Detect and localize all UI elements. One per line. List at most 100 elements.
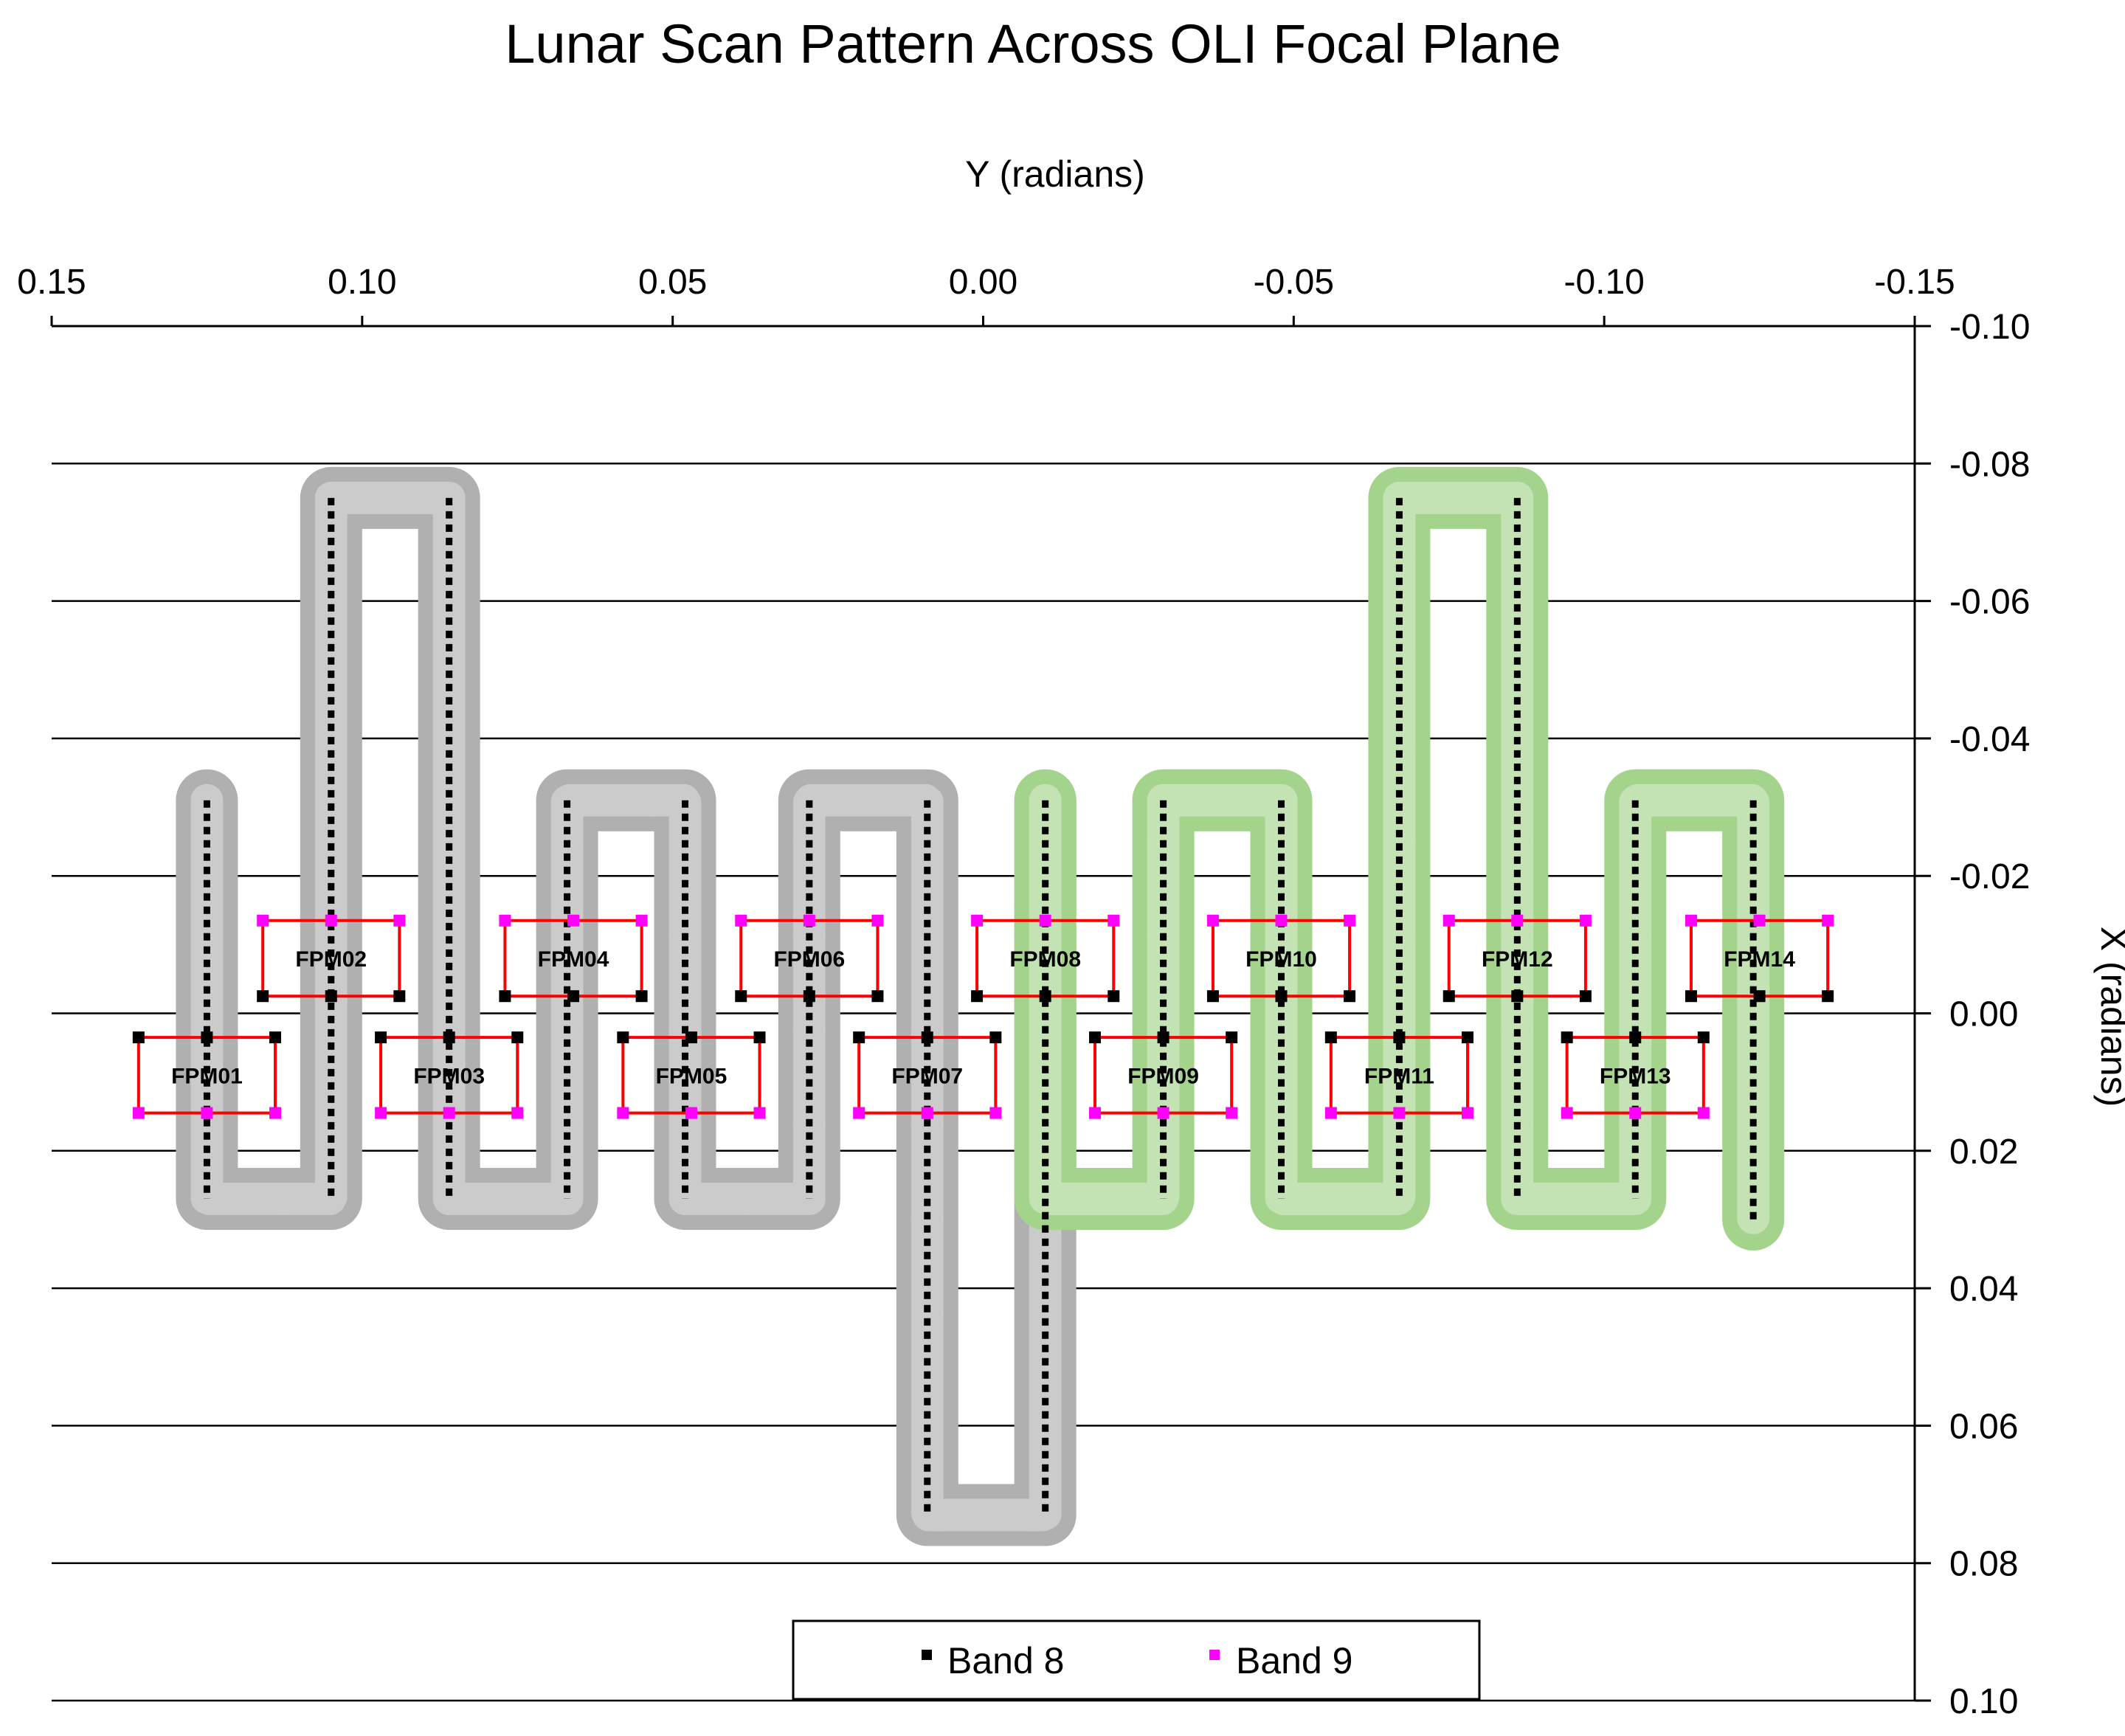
fpm09-label: FPM09 bbox=[1127, 1064, 1199, 1088]
legend-band9-marker bbox=[1209, 1650, 1220, 1660]
fpm07-band8-marker-2 bbox=[989, 1031, 1002, 1044]
fpm04-band9-marker-0 bbox=[499, 914, 511, 927]
fpm07-band9-marker-0 bbox=[853, 1107, 865, 1119]
x-tick-label-4: -0.05 bbox=[1254, 263, 1334, 302]
fpm08-band8-marker-0 bbox=[971, 990, 984, 1003]
fpm09-band8-marker-1 bbox=[1157, 1031, 1169, 1044]
fpm01-band9-marker-0 bbox=[132, 1107, 145, 1119]
fpm04-band8-marker-1 bbox=[567, 990, 579, 1003]
fpm14-band9-marker-2 bbox=[1822, 914, 1834, 927]
fpm11-band8-marker-2 bbox=[1462, 1031, 1473, 1044]
fpm06-band8-marker-1 bbox=[803, 990, 815, 1003]
fpm07-label: FPM07 bbox=[891, 1064, 963, 1088]
fpm03-band8-marker-1 bbox=[443, 1031, 455, 1044]
fpm12-band9-marker-2 bbox=[1579, 914, 1592, 927]
fpm06-band9-marker-2 bbox=[871, 914, 884, 927]
fpm07-band9-marker-1 bbox=[921, 1107, 933, 1119]
fpm12-band8-marker-0 bbox=[1442, 990, 1455, 1003]
fpm06-band9-marker-1 bbox=[803, 914, 815, 927]
fpm10-band9-marker-0 bbox=[1206, 914, 1219, 927]
x-tick-label-2: 0.05 bbox=[638, 263, 707, 302]
fpm01-label: FPM01 bbox=[171, 1064, 243, 1088]
y-tick-label-4: -0.02 bbox=[1949, 857, 2030, 896]
fpm10-label: FPM10 bbox=[1245, 947, 1317, 972]
fpm07-band8-marker-1 bbox=[921, 1031, 933, 1044]
fpm02-band9-marker-1 bbox=[325, 914, 337, 927]
fpm06-band8-marker-2 bbox=[871, 990, 884, 1003]
fpm01-band9-marker-1 bbox=[201, 1107, 213, 1119]
y-tick-label-0: -0.10 bbox=[1949, 308, 2030, 347]
x-tick-label-3: 0.00 bbox=[949, 263, 1017, 302]
x-tick-label-5: -0.10 bbox=[1563, 263, 1644, 302]
fpm09-band8-marker-0 bbox=[1089, 1031, 1101, 1044]
gridlines bbox=[52, 325, 1915, 1702]
fpm12-band9-marker-0 bbox=[1442, 914, 1455, 927]
chart-title: Lunar Scan Pattern Across OLI Focal Plan… bbox=[505, 13, 1561, 75]
fpm04-band9-marker-1 bbox=[567, 914, 579, 927]
fpm04-band8-marker-2 bbox=[635, 990, 648, 1003]
fpm03-band8-marker-2 bbox=[511, 1031, 524, 1044]
fpm12-band8-marker-2 bbox=[1579, 990, 1592, 1003]
fpm08-label: FPM08 bbox=[1009, 947, 1081, 972]
fpm14-band8-marker-1 bbox=[1753, 990, 1766, 1003]
y-tick-label-6: 0.02 bbox=[1949, 1132, 2018, 1172]
fpm11-band9-marker-0 bbox=[1324, 1107, 1337, 1119]
fpm13-label: FPM13 bbox=[1600, 1064, 1671, 1088]
fpm14-label: FPM14 bbox=[1724, 947, 1795, 972]
fpm10-band8-marker-0 bbox=[1206, 990, 1219, 1003]
fpm05-band9-marker-2 bbox=[753, 1107, 766, 1119]
fpm05-band8-marker-0 bbox=[617, 1031, 629, 1044]
legend-box bbox=[792, 1619, 1481, 1701]
fpm10-band9-marker-1 bbox=[1275, 914, 1288, 927]
fpm04-band9-marker-2 bbox=[635, 914, 648, 927]
fpm13-band8-marker-1 bbox=[1629, 1031, 1642, 1044]
fpm09-band8-marker-2 bbox=[1226, 1031, 1238, 1044]
legend-band9-label: Band 9 bbox=[1236, 1640, 1352, 1681]
fpm08-band8-marker-1 bbox=[1039, 990, 1051, 1003]
fpm05-label: FPM05 bbox=[656, 1064, 728, 1088]
fpm03-label: FPM03 bbox=[413, 1064, 485, 1088]
y-tick-label-8: 0.06 bbox=[1949, 1407, 2018, 1446]
fpm04-label: FPM04 bbox=[538, 947, 609, 972]
fpm06-label: FPM06 bbox=[773, 947, 845, 972]
fpm03-band9-marker-2 bbox=[511, 1107, 524, 1119]
y-tick-label-5: 0.00 bbox=[1949, 995, 2018, 1034]
y-tick-label-1: -0.08 bbox=[1949, 445, 2030, 484]
legend-band8-marker bbox=[922, 1650, 932, 1660]
fpm11-band8-marker-0 bbox=[1324, 1031, 1337, 1044]
fpm07-band8-marker-0 bbox=[853, 1031, 865, 1044]
fpm02-band8-marker-2 bbox=[393, 990, 406, 1003]
y-axis-title: X (radians) bbox=[2093, 927, 2125, 1107]
fpm14-band9-marker-1 bbox=[1753, 914, 1766, 927]
fpm11-band8-marker-1 bbox=[1393, 1031, 1406, 1044]
x-tick-label-6: -0.15 bbox=[1874, 263, 1955, 302]
fpm11-label: FPM11 bbox=[1364, 1064, 1434, 1088]
fpm08-band9-marker-1 bbox=[1039, 914, 1051, 927]
fpm06-band9-marker-0 bbox=[735, 914, 747, 927]
fpm09-band9-marker-1 bbox=[1157, 1107, 1169, 1119]
y-tick-label-3: -0.04 bbox=[1949, 720, 2030, 759]
legend: Band 8 Band 9 bbox=[792, 1619, 1481, 1701]
y-tick-label-2: -0.06 bbox=[1949, 583, 2030, 622]
fpm12-label: FPM12 bbox=[1482, 947, 1553, 972]
fpm05-band8-marker-1 bbox=[685, 1031, 697, 1044]
fpm04-band8-marker-0 bbox=[499, 990, 511, 1003]
fpm01-band8-marker-0 bbox=[132, 1031, 145, 1044]
fpm03-band9-marker-1 bbox=[443, 1107, 455, 1119]
fpm01-band8-marker-2 bbox=[269, 1031, 281, 1044]
y-tick-label-9: 0.08 bbox=[1949, 1545, 2018, 1584]
band8-sample-lines bbox=[203, 497, 1757, 1515]
fpm14-band8-marker-0 bbox=[1685, 990, 1697, 1003]
fpm03-band9-marker-0 bbox=[375, 1107, 387, 1119]
fpm11-band9-marker-1 bbox=[1393, 1107, 1406, 1119]
fpm09-band9-marker-0 bbox=[1089, 1107, 1101, 1119]
fpm06-band8-marker-0 bbox=[735, 990, 747, 1003]
fpm05-band9-marker-1 bbox=[685, 1107, 697, 1119]
fpm10-band8-marker-2 bbox=[1344, 990, 1356, 1003]
fpm02-label: FPM02 bbox=[295, 947, 367, 972]
fpm13-band9-marker-2 bbox=[1697, 1107, 1710, 1119]
fpm09-band9-marker-2 bbox=[1226, 1107, 1238, 1119]
